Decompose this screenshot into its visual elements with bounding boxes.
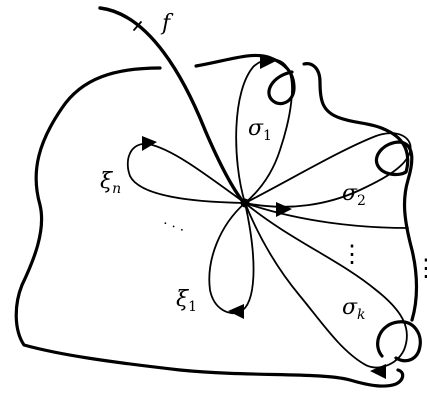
label-xin: ξn: [100, 169, 121, 197]
f-tick: [133, 21, 142, 31]
arrowhead-xi1: [228, 304, 244, 319]
f-curve: [98, 6, 246, 205]
arrowhead-top: [260, 54, 276, 69]
sigmak-loop: [244, 202, 408, 369]
center-point: [240, 198, 250, 208]
label-xi1: ξ1: [176, 287, 197, 315]
sigma2-lower-line: [244, 202, 409, 229]
arrowhead-bottom: [370, 364, 386, 379]
sigma-k-end-loop: [376, 320, 422, 363]
dots-left: · · ·: [160, 216, 187, 239]
label-f: f: [160, 11, 174, 36]
outer-boundary-top: [194, 53, 296, 106]
label-sigma2: σ2: [342, 181, 366, 209]
sigma1-loop: [235, 58, 293, 204]
xin-loop: [126, 143, 246, 204]
sigma2-loop: [244, 132, 412, 208]
label-sigma1: σ1: [248, 116, 272, 144]
arrowhead-center: [276, 202, 292, 217]
arrowhead-xin: [142, 136, 157, 151]
outer-boundary: [14, 66, 405, 388]
xi1-loop: [208, 202, 255, 314]
dots-mid: ⋮: [340, 240, 364, 268]
dots-right: ⋮: [414, 254, 427, 282]
outer-boundary-right: [302, 62, 419, 322]
label-sigmak: σk: [342, 295, 366, 323]
